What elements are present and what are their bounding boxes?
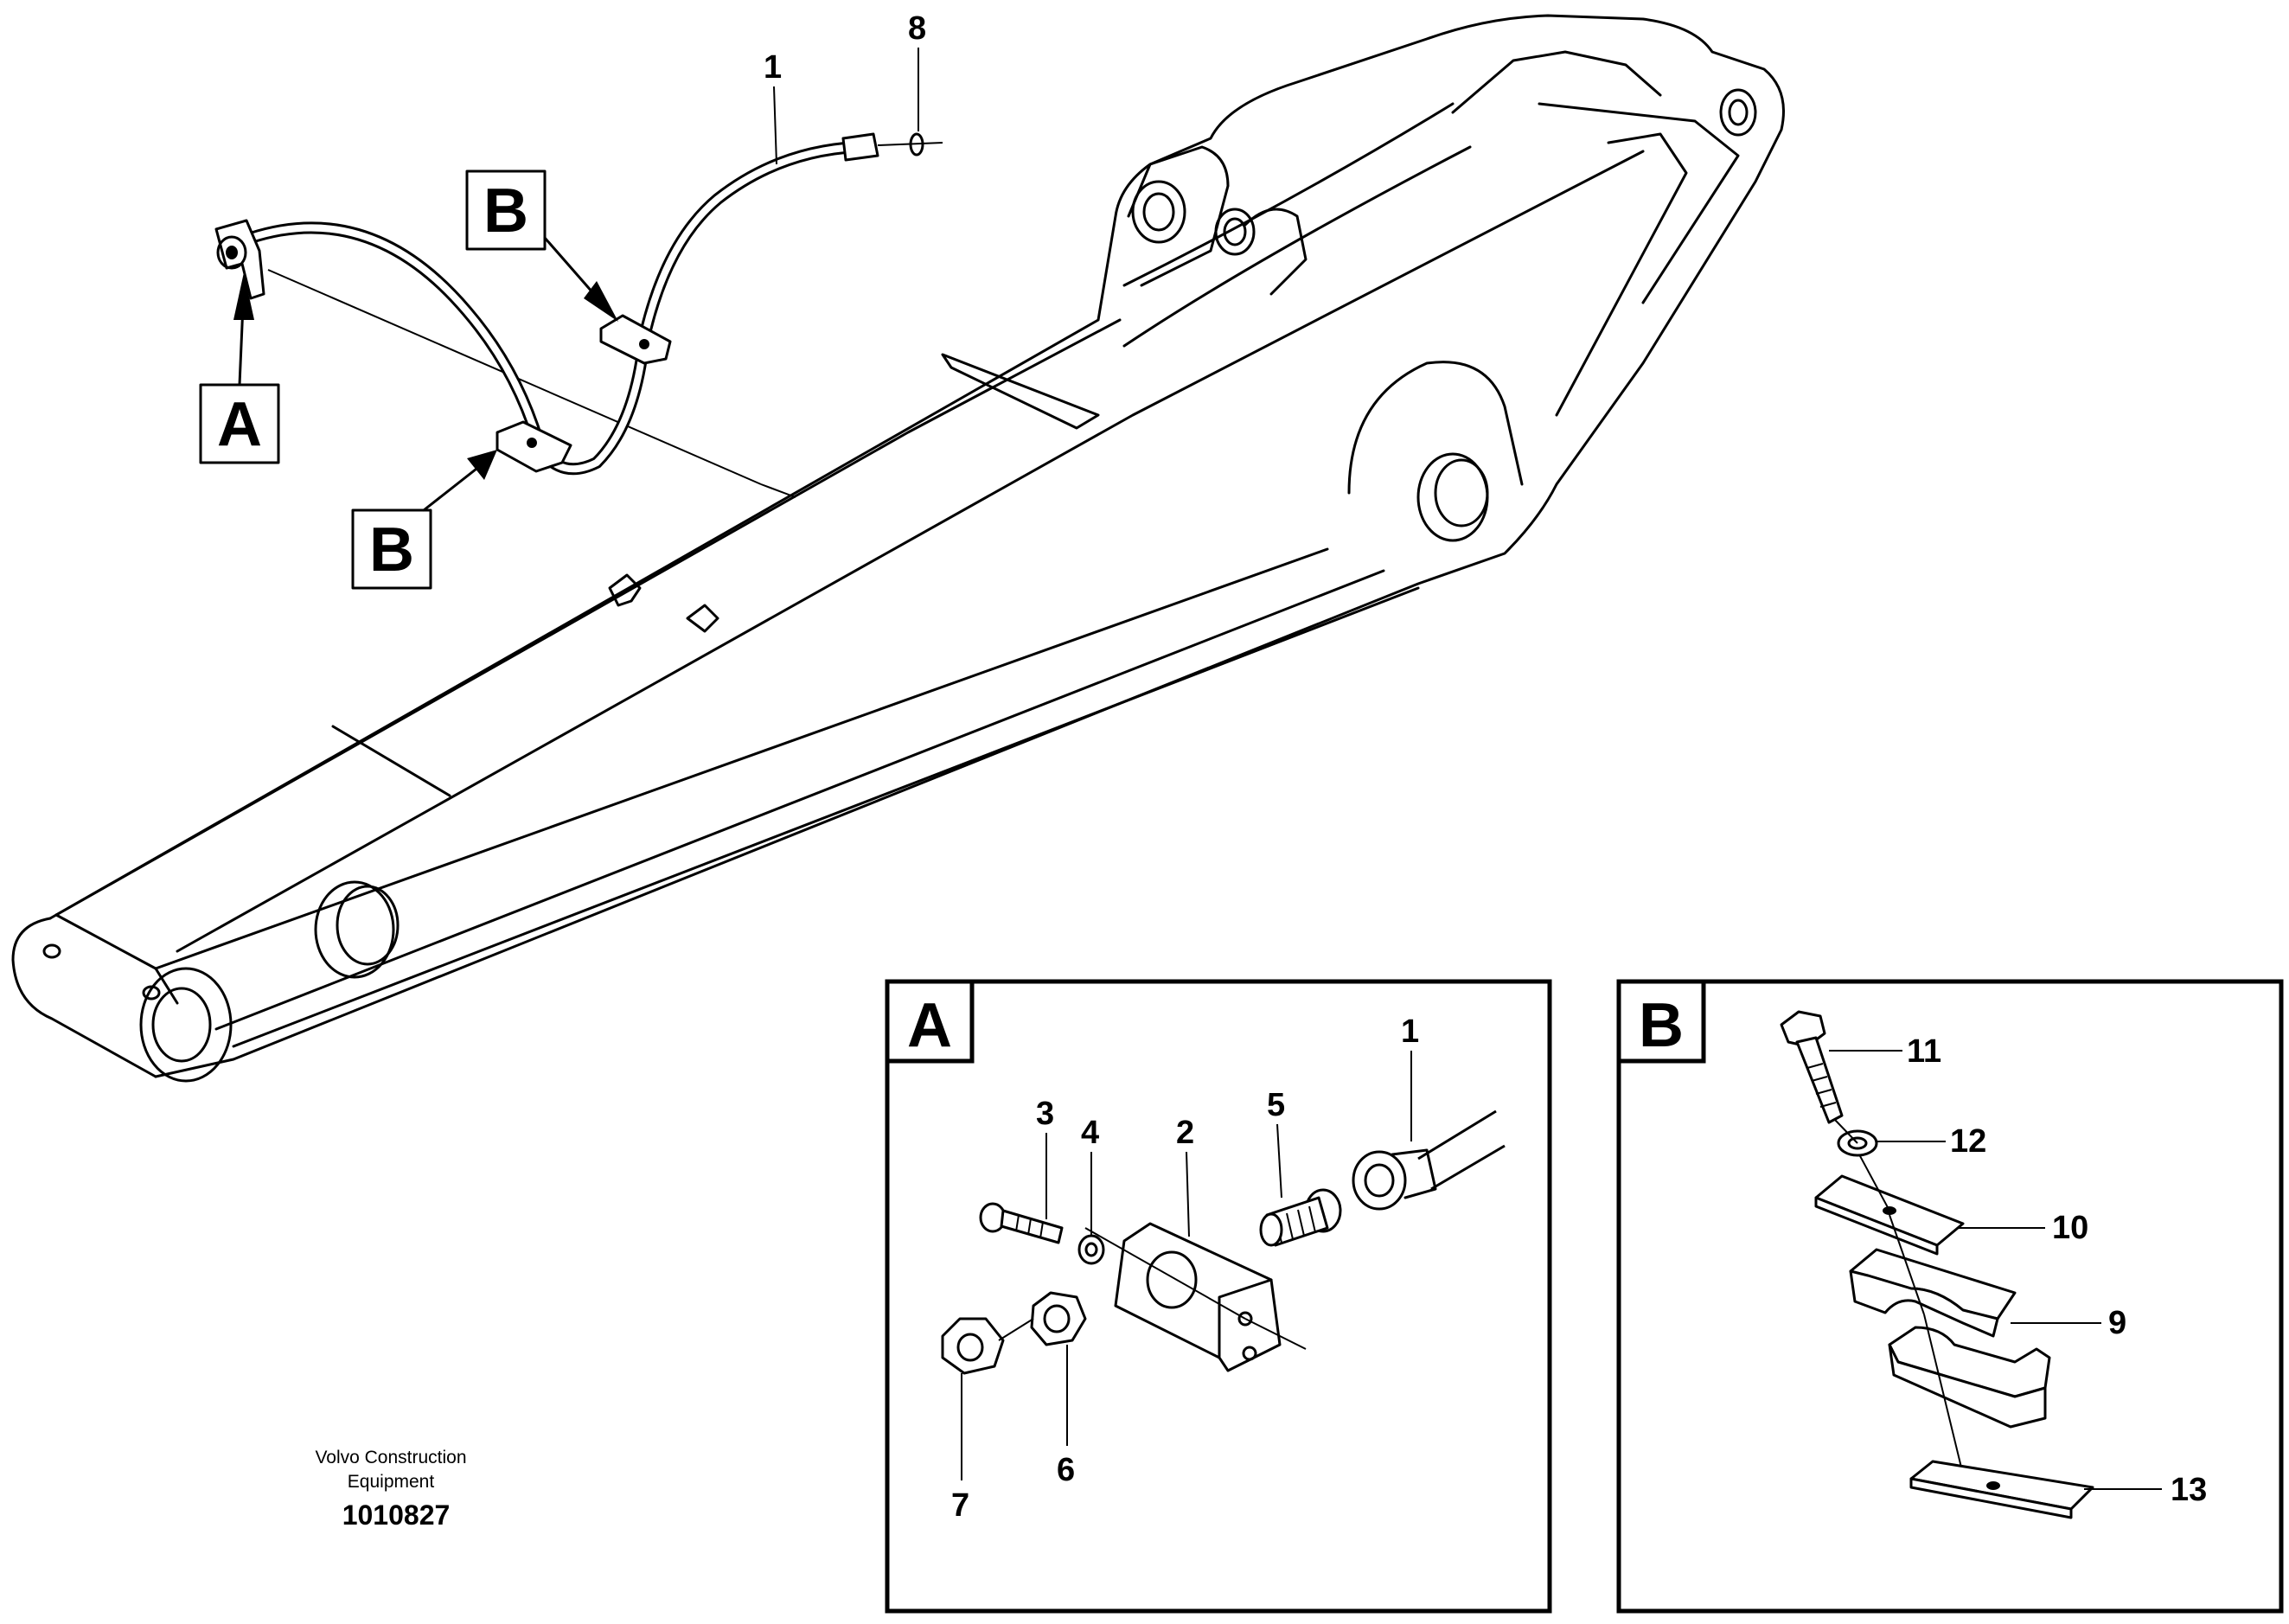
detail-b-callout-9: 9: [2108, 1305, 2126, 1341]
ref-box-b-upper: [465, 169, 547, 251]
detail-b-callout-12: 12: [1950, 1123, 1986, 1160]
company-line-2: Equipment: [348, 1472, 435, 1492]
hose-assembly: [214, 132, 943, 476]
detail-a-callout-3: 3: [1036, 1096, 1054, 1132]
callout-1-main: 1: [764, 49, 782, 86]
ref-b-lower-label: B: [369, 515, 414, 585]
callout-8: 8: [908, 10, 926, 47]
ref-a-main-label: A: [217, 390, 262, 459]
detail-a-callout-2: 2: [1176, 1115, 1194, 1151]
ref-b-upper-label: B: [483, 176, 528, 246]
company-line-1: Volvo Construction: [315, 1448, 466, 1467]
footer: Volvo Construction Equipment 1010827: [315, 1448, 466, 1531]
detail-a-callout-1: 1: [1401, 1013, 1419, 1050]
pointer-b-lower: [467, 450, 497, 480]
ref-box-b-lower: [351, 508, 432, 590]
excavator-boom: [11, 14, 1785, 1083]
detail-a-callout-4: 4: [1081, 1115, 1099, 1151]
main-callouts: 1 8 A B B: [199, 10, 926, 590]
detail-panel-b: B 11 12 10 9 13: [1616, 979, 2284, 1614]
detail-b-callout-13: 13: [2171, 1472, 2207, 1508]
detail-b-title: B: [1639, 991, 1684, 1060]
detail-b-callout-11: 11: [1907, 1033, 1941, 1070]
detail-a-title: A: [907, 991, 952, 1060]
detail-b-callout-10: 10: [2052, 1210, 2088, 1246]
pointer-b-upper: [584, 281, 618, 322]
detail-a-callout-6: 6: [1057, 1452, 1075, 1488]
drawing-number: 1010827: [342, 1499, 451, 1531]
detail-a-callout-5: 5: [1267, 1087, 1285, 1123]
detail-a-callout-7: 7: [951, 1487, 969, 1524]
pointer-a: [233, 272, 254, 320]
detail-panel-a: A 1 2: [885, 979, 1552, 1614]
